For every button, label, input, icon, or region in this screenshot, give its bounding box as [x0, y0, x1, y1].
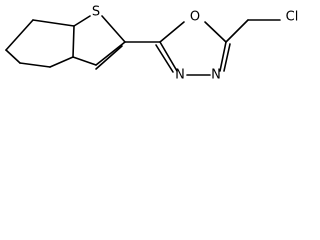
- bond-ox4: [223, 43, 231, 72]
- bond-ox7: [155, 44, 174, 73]
- nitrogen-left-label: N: [175, 68, 185, 83]
- bond-th2: [101, 15, 126, 43]
- oxygen-label: O: [190, 10, 200, 25]
- bond-th3: [95, 41, 126, 66]
- bond-th1: [73, 15, 91, 27]
- chlorine-label: Cl: [286, 10, 299, 25]
- bond-set: [5, 15, 281, 76]
- bond-cp2: [19, 62, 51, 68]
- bond-cm1: [225, 19, 249, 43]
- bond-cp4: [72, 25, 75, 58]
- bond-ox6: [159, 41, 178, 72]
- bond-cp3: [49, 56, 74, 68]
- bond-cp1: [5, 49, 21, 64]
- bond-ox2: [204, 21, 227, 43]
- nitrogen-right-label: N: [211, 68, 221, 83]
- bond-ox3: [219, 41, 227, 72]
- sulfur-label: S: [92, 5, 100, 20]
- bond-cp6: [5, 19, 34, 51]
- bond-th4: [95, 45, 123, 70]
- molecule-canvas: S O N N Cl: [0, 0, 308, 87]
- bond-cp5: [32, 19, 75, 27]
- bond-th5: [72, 56, 97, 66]
- molecule-structure: S O N N Cl: [5, 5, 299, 83]
- bond-ox1: [159, 21, 185, 43]
